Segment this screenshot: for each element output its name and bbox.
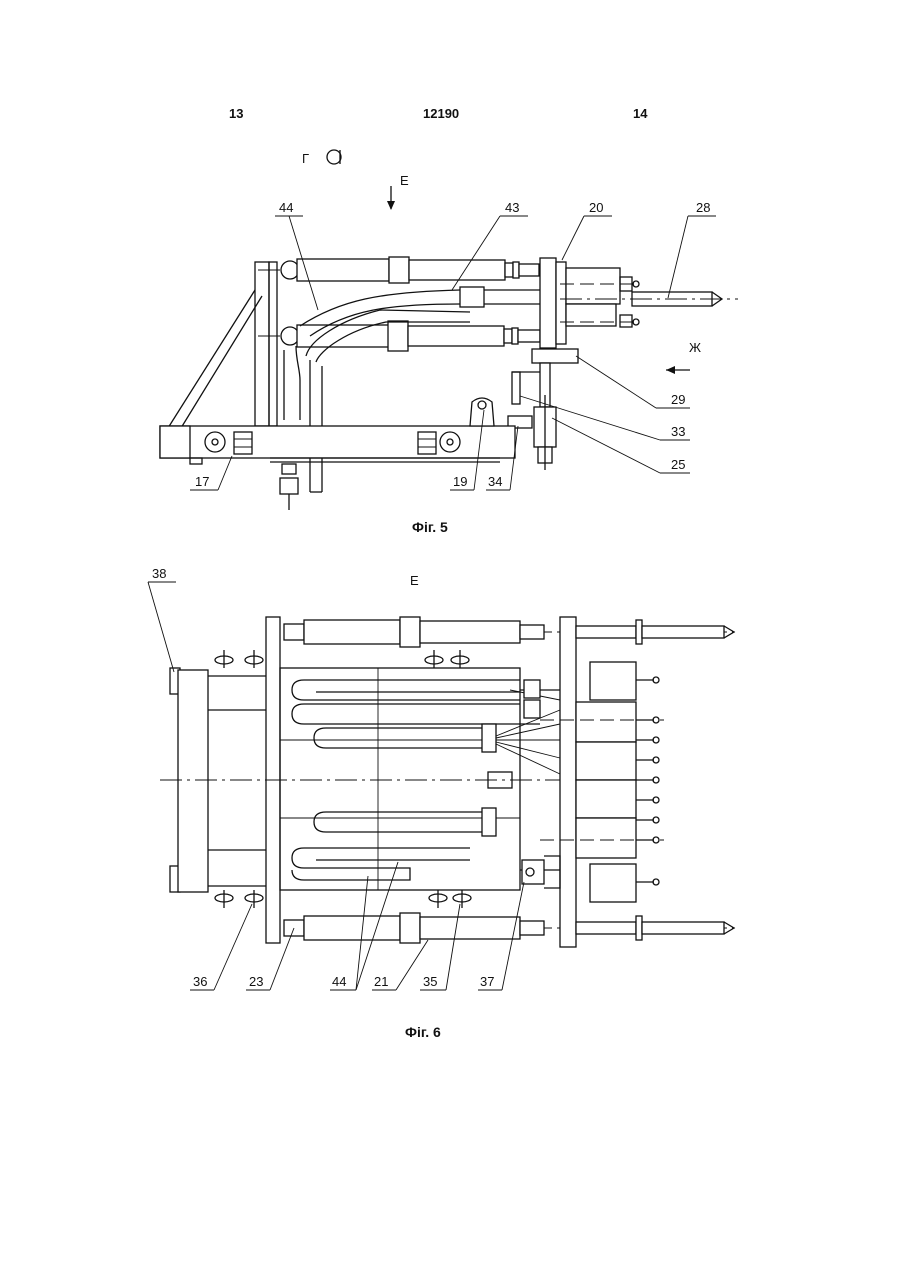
callout-29: 29 <box>671 392 685 407</box>
view-circle-icon <box>327 150 341 164</box>
callout-25: 25 <box>671 457 685 472</box>
callout-20: 20 <box>589 200 603 215</box>
callout-28: 28 <box>696 200 710 215</box>
figure-6-drawing: Е <box>160 573 740 947</box>
callout-43: 43 <box>505 200 519 215</box>
callout-19: 19 <box>453 474 467 489</box>
callout-33: 33 <box>671 424 685 439</box>
callout-37: 37 <box>480 974 494 989</box>
fig5-arrow-zh-label: Ж <box>689 340 701 355</box>
callout-36: 36 <box>193 974 207 989</box>
callout-44: 44 <box>279 200 293 215</box>
callout-34: 34 <box>488 474 502 489</box>
fig5-caption: Фіг. 5 <box>412 519 448 535</box>
callout-35: 35 <box>423 974 437 989</box>
callout-21: 21 <box>374 974 388 989</box>
callout-23: 23 <box>249 974 263 989</box>
fig6-view-label: Е <box>410 573 419 588</box>
fig6-caption: Фіг. 6 <box>405 1024 441 1040</box>
callout-17: 17 <box>195 474 209 489</box>
figure-5-drawing: Г Е Ж <box>160 150 738 510</box>
callout-44-fig6: 44 <box>332 974 346 989</box>
fig5-arrow-e-label: Е <box>400 173 409 188</box>
callout-38: 38 <box>152 566 166 581</box>
fig5-view-label: Г <box>302 151 309 166</box>
